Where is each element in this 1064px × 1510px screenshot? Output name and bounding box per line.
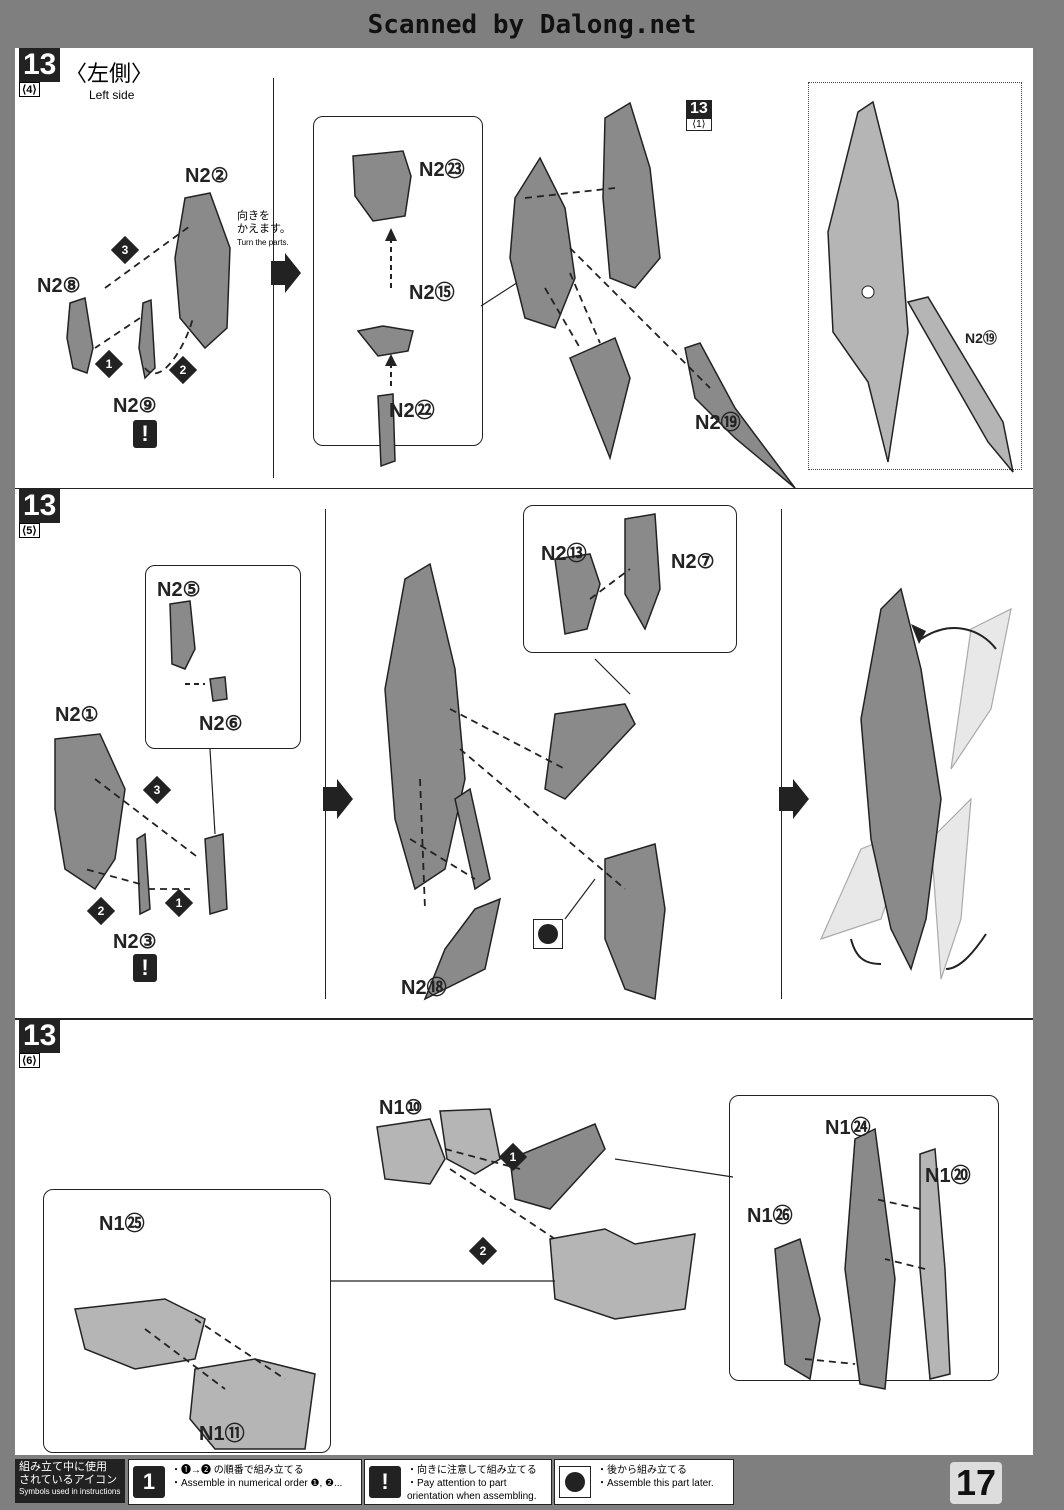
scan-watermark: Scanned by Dalong.net [367,10,697,40]
order-marker: 2 [168,355,198,385]
section-title-jp: 〈左側〉 [65,62,154,87]
step-number: 13 [19,1019,61,1053]
legend-heading: 組み立て中に使用 されているアイコン Symbols used in instr… [15,1459,125,1503]
substep-label: ⟨6⟩ [19,1053,40,1068]
legend-text: ・後から組み立てる ・Assemble this part later. [597,1464,714,1490]
reference-step-box: 13 ⟨1⟩ [686,100,712,131]
divider [781,509,782,999]
part-label: N1㉕ [99,1213,145,1235]
part-label: N2⑲ [965,330,997,346]
step-number: 13 [19,489,61,523]
orientation-warning-icon: ! [133,954,157,982]
part-drawing-main [74,1108,951,1450]
section-title-en: Left side [89,88,135,102]
substep-label: ⟨4⟩ [19,82,40,97]
part-label: N2⑧ [37,275,81,297]
part-label: N1⑳ [925,1165,971,1187]
next-arrow-icon [779,779,809,819]
order-marker: 1 [164,888,194,918]
part-label: N1㉔ [825,1117,871,1139]
legend-text: ・向きに注意して組み立てる ・Pay attention to part ori… [407,1464,547,1503]
step-number: 13 [19,48,61,82]
order-marker: 3 [142,775,172,805]
legend-item-later: ・後から組み立てる ・Assemble this part later. [554,1459,734,1505]
legend-text-jp: ・❶→❷ の順番で組み立てる [171,1465,304,1476]
part-label: N2③ [113,931,157,953]
part-drawing-completed [827,100,1014,473]
page-number: 17 [949,1462,1002,1504]
next-arrow-icon [323,779,353,819]
legend-text-jp: ・向きに注意して組み立てる [407,1465,537,1476]
legend-text-en: ・Pay attention to part orientation when … [407,1478,537,1502]
legend-heading-jp: 組み立て中に使用 されているアイコン [19,1461,118,1486]
part-label: N2⑦ [671,551,715,573]
part-label: N2㉒ [389,400,435,422]
detail-callout [145,565,301,749]
legend-text: ・❶→❷ の順番で組み立てる ・Assemble in numerical or… [171,1464,342,1490]
part-label: N2⑤ [157,579,201,601]
part-label: N1㉖ [747,1205,793,1227]
order-icon: 1 [133,1466,165,1498]
orientation-warning-icon: ! [369,1466,401,1498]
completed-view-box [808,82,1022,470]
order-marker: 3 [110,235,140,265]
assemble-later-icon [559,1466,591,1498]
part-label: N1⑩ [379,1097,423,1119]
part-label: N2② [185,165,229,187]
step-panel-13-6: 13 ⟨6⟩ [15,1018,1033,1459]
ref-substep: ⟨1⟩ [686,118,712,131]
part-label: N2⑥ [199,713,243,735]
order-marker: 1 [94,349,124,379]
part-drawing-main [384,513,666,1001]
part-label: N2⑱ [401,977,447,999]
icon-legend: 組み立て中に使用 されているアイコン Symbols used in instr… [0,1455,1064,1510]
legend-text-en: ・Assemble in numerical order ❶, ❷... [171,1478,343,1489]
part-label: N2㉓ [419,159,465,181]
part-drawing-left [66,192,231,380]
assemble-later-icon [533,919,563,949]
part-drawing-completed [819,587,1012,980]
order-marker: 2 [86,896,116,926]
legend-heading-en: Symbols used in instructions [19,1487,121,1496]
legend-text-jp: ・後から組み立てる [597,1465,687,1476]
part-label: N2⑬ [541,543,587,565]
instruction-page: 13 ⟨4⟩ 〈左側〉 Left side N2② N2⑧ N2⑨ 3 1 2 … [15,48,1033,1460]
order-marker: 1 [498,1142,528,1172]
part-label: N2⑮ [409,282,455,304]
turn-note: 向きを かえます。 Turn the parts. [237,210,307,249]
orientation-warning-icon: ! [133,420,157,448]
ref-step-number: 13 [686,100,712,118]
legend-item-orientation: ! ・向きに注意して組み立てる ・Pay attention to part o… [364,1459,552,1505]
part-label: N2① [55,704,99,726]
step-panel-13-5: 13 ⟨5⟩ N2⑤ N2⑥ N2① N2③ 3 2 1 ! [15,488,1033,1020]
order-marker: 2 [468,1236,498,1266]
part-label: N2⑨ [113,395,157,417]
divider [325,509,326,999]
legend-item-order: 1 ・❶→❷ の順番で組み立てる ・Assemble in numerical … [128,1459,362,1505]
next-arrow-icon [271,253,301,293]
turn-note-en: Turn the parts. [237,238,289,247]
part-drawing-main [509,101,796,489]
turn-note-jp: 向きを かえます。 [237,210,291,235]
part-label: N1⑪ [199,1423,245,1445]
substep-label: ⟨5⟩ [19,523,40,538]
part-label: N2⑲ [695,412,741,434]
legend-text-en: ・Assemble this part later. [597,1478,714,1489]
step-panel-13-4: 13 ⟨4⟩ 〈左側〉 Left side N2② N2⑧ N2⑨ 3 1 2 … [15,48,1033,489]
part-drawing-left [54,600,228,916]
